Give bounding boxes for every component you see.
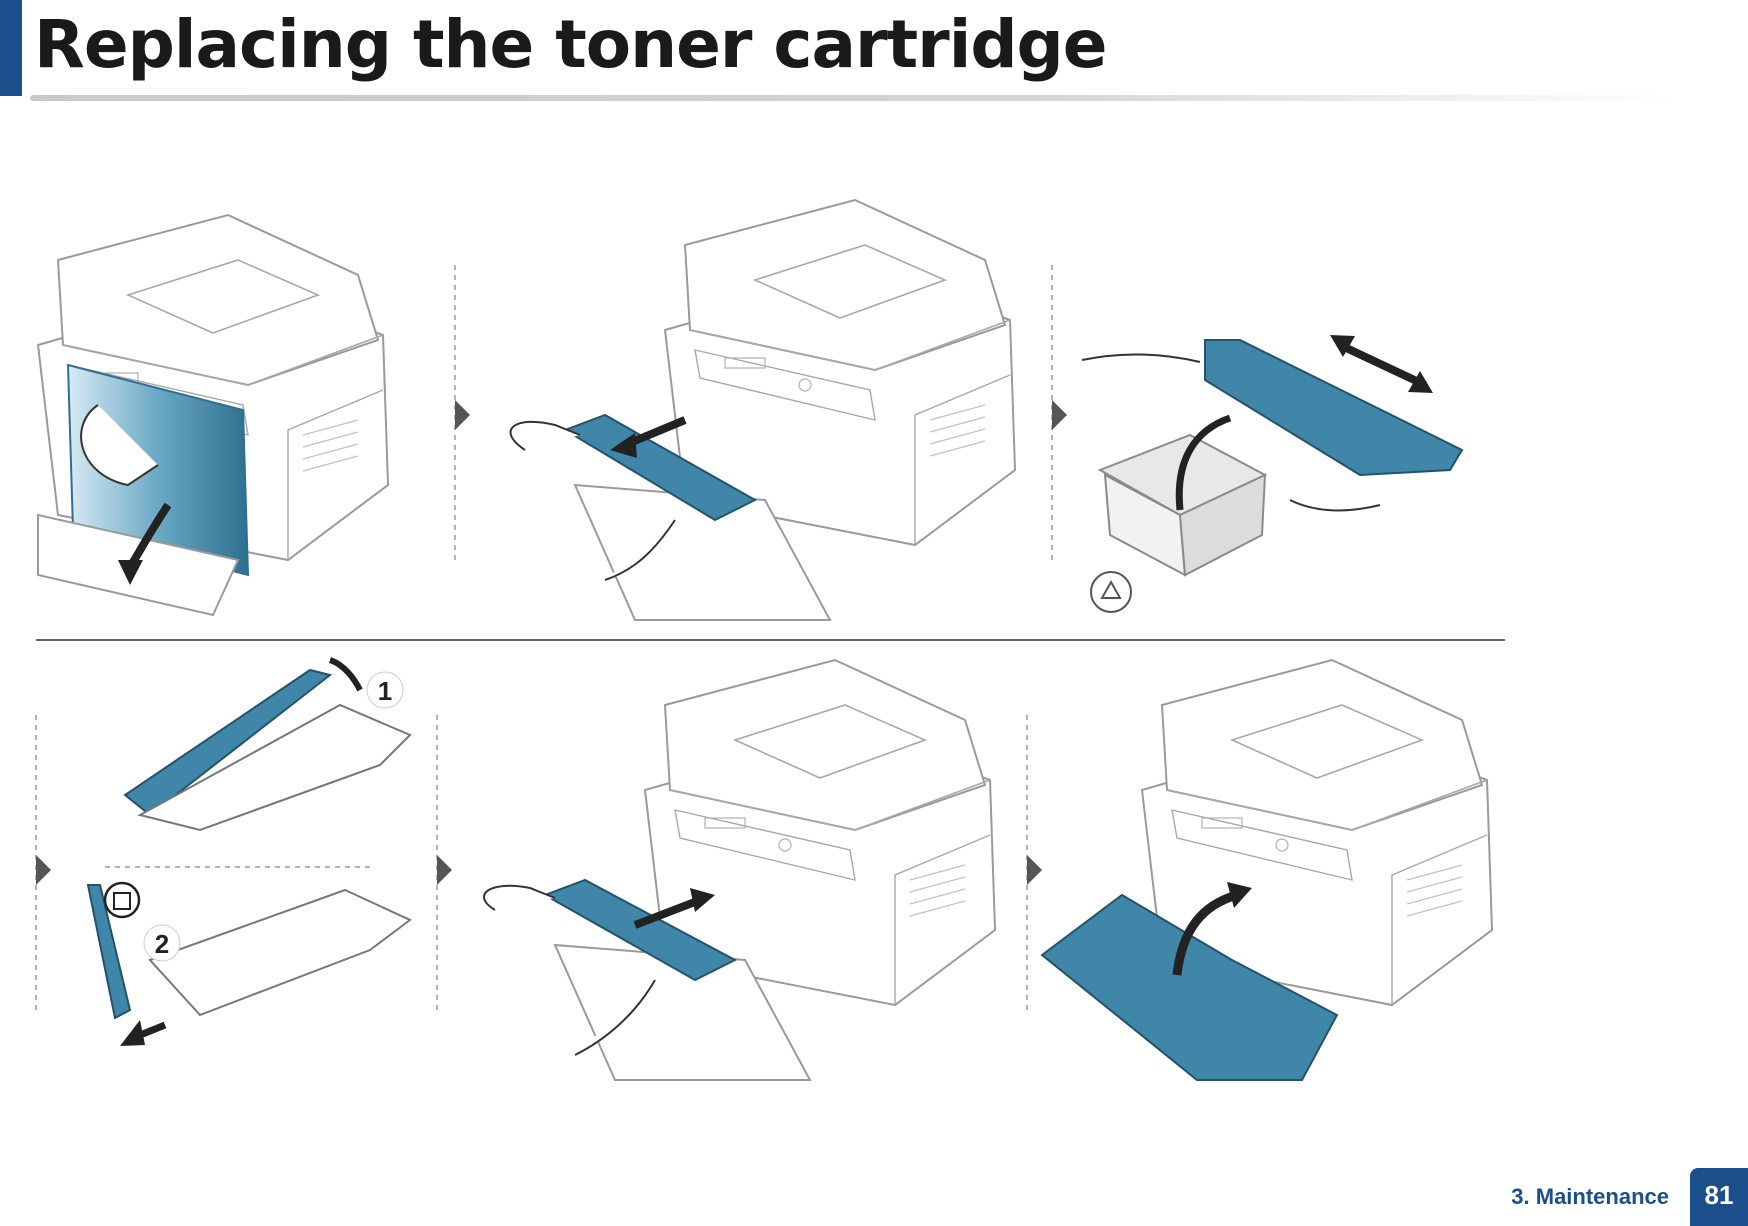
panel-remove-cover: 1 2 — [88, 660, 410, 1046]
recycle-icon — [1091, 572, 1131, 612]
step-chevron-icon — [455, 400, 470, 430]
footer-chapter: 3. Maintenance — [1511, 1184, 1669, 1210]
step-chevron-icon — [36, 855, 51, 885]
callout-step-1: 1 — [378, 676, 392, 706]
trash-icon — [105, 883, 139, 917]
panel-remove-cartridge — [511, 200, 1015, 620]
step-chevron-icon — [1027, 855, 1042, 885]
panel-insert-cartridge — [484, 660, 995, 1080]
panel-close-cover — [1042, 660, 1492, 1080]
page-number-badge: 81 — [1690, 1168, 1748, 1226]
callout-step-2: 2 — [155, 929, 169, 959]
panel-open-cover — [38, 215, 388, 615]
step-chevron-icon — [1052, 400, 1067, 430]
step-chevron-icon — [437, 855, 452, 885]
panel-shake-cartridge — [1082, 335, 1462, 612]
